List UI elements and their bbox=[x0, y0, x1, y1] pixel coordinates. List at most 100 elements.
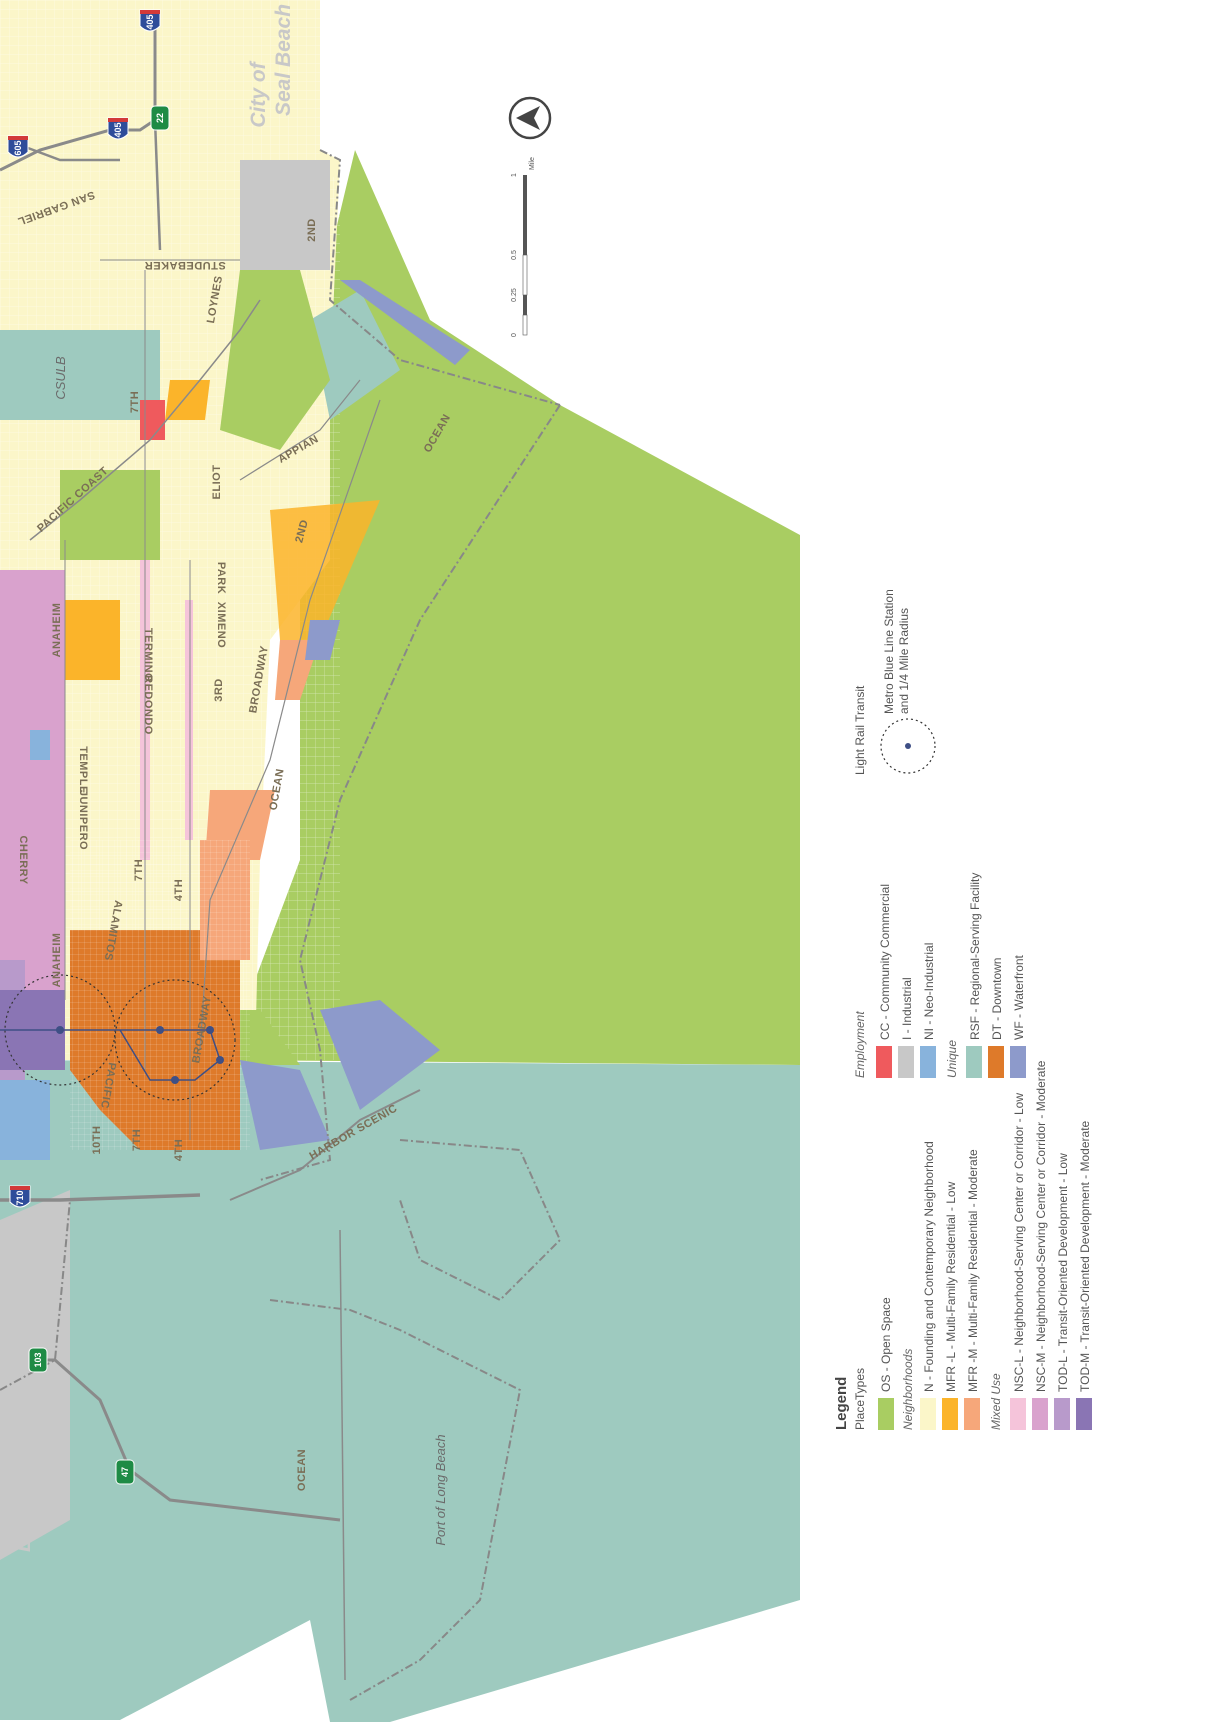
legend-sub-unique: Unique bbox=[945, 1040, 959, 1078]
legend-label-wf: WF - Waterfront bbox=[1012, 954, 1026, 1040]
scale-bar: 0 0.25 0.5 1 Mile bbox=[511, 157, 536, 337]
street-cherry: CHERRY bbox=[17, 835, 29, 884]
regional-serving-csulb bbox=[0, 330, 160, 420]
legend-heading-placetypes: PlaceTypes bbox=[853, 1368, 867, 1430]
legend: Legend PlaceTypes OS - Open Space Neighb… bbox=[833, 589, 1092, 1430]
label-los-angeles: Los Angeles bbox=[12, 1428, 35, 1552]
community-commercial-7th bbox=[140, 400, 165, 440]
station-5 bbox=[171, 1076, 179, 1084]
industrial-north bbox=[240, 160, 330, 270]
legend-transit-station-icon bbox=[905, 743, 911, 749]
legend-swatch-wf bbox=[1010, 1046, 1026, 1078]
street-park: PARK bbox=[215, 562, 227, 594]
street-ocean-west: OCEAN bbox=[296, 1449, 308, 1491]
nsc-low-corridor-4th bbox=[185, 600, 193, 840]
station-4 bbox=[216, 1056, 224, 1064]
scale-tick-025: 0.25 bbox=[511, 288, 518, 302]
label-city-of: City of bbox=[247, 60, 270, 127]
legend-sub-mixed-use: Mixed Use bbox=[989, 1373, 1003, 1430]
waterfront-channel bbox=[340, 280, 470, 365]
legend-label-mfr-m: MFR -M - Multi-Family Residential - Mode… bbox=[966, 1149, 980, 1392]
neo-industrial-small bbox=[30, 730, 50, 760]
street-anaheim-west: ANAHEIM bbox=[51, 933, 63, 988]
legend-heading-transit: Light Rail Transit bbox=[853, 685, 867, 775]
shield-47: 47 bbox=[115, 1459, 135, 1485]
pacific-coast-hwy bbox=[29, 299, 261, 541]
svg-text:47: 47 bbox=[120, 1467, 130, 1477]
legend-label-ni: NI - Neo-Industrial bbox=[922, 943, 936, 1040]
street-10th: 10TH bbox=[91, 1126, 103, 1155]
street-studebaker: STUDEBAKER bbox=[144, 259, 225, 271]
svg-text:605: 605 bbox=[13, 140, 23, 155]
street-2nd-mid: 2ND bbox=[293, 518, 311, 544]
north-arrow-icon bbox=[508, 96, 552, 140]
label-port: Port of Long Beach bbox=[433, 1434, 448, 1545]
scale-bar-white-2 bbox=[522, 314, 528, 336]
shield-605: 605 bbox=[7, 135, 29, 158]
route-103-47 bbox=[30, 1358, 341, 1522]
highway-shields: 405 605 405 22 710 103 47 bbox=[7, 9, 170, 1485]
svg-text:405: 405 bbox=[145, 14, 155, 29]
legend-label-dt: DT - Downtown bbox=[990, 958, 1004, 1040]
street-3rd: 3RD bbox=[213, 678, 225, 702]
scale-tick-0: 0 bbox=[511, 333, 518, 337]
legend-label-i: I - Industrial bbox=[900, 977, 914, 1040]
legend-label-tod-l: TOD-L - Transit-Oriented Development - L… bbox=[1056, 1153, 1070, 1392]
waterfront-east bbox=[320, 1000, 440, 1110]
boundary-port bbox=[269, 1299, 522, 1701]
street-7th-west: 7TH bbox=[131, 1129, 143, 1151]
legend-transit-line-2: and 1/4 Mile Radius bbox=[897, 608, 911, 714]
shield-405-mid: 405 bbox=[107, 117, 129, 140]
legend-label-os: OS - Open Space bbox=[879, 1297, 893, 1392]
svg-text:710: 710 bbox=[15, 1190, 25, 1205]
appian-road bbox=[239, 379, 361, 481]
road-ocean-shore bbox=[339, 1229, 346, 1681]
downtown-grid bbox=[70, 840, 250, 1150]
legend-label-nsc-l: NSC-L - Neighborhood-Serving Center or C… bbox=[1012, 1093, 1026, 1392]
scale-unit: Mile bbox=[529, 157, 536, 170]
waterfront-shoreline bbox=[240, 1060, 330, 1150]
shield-710: 710 bbox=[9, 1185, 31, 1208]
scale-bar-white bbox=[522, 254, 528, 296]
legend-swatch-nsc-l bbox=[1010, 1398, 1026, 1430]
street-junipero: JUNIPERO bbox=[77, 790, 89, 850]
street-4th-mid: 4TH bbox=[173, 879, 185, 901]
port-of-long-beach-area bbox=[0, 1060, 800, 1722]
station-1 bbox=[56, 1026, 64, 1034]
legend-label-n: N - Founding and Contemporary Neighborho… bbox=[922, 1141, 936, 1392]
legend-label-cc: CC - Community Commercial bbox=[878, 884, 892, 1040]
legend-swatch-n bbox=[920, 1398, 936, 1430]
scale-tick-05: 0.5 bbox=[511, 250, 518, 260]
street-redondo: REDONDO bbox=[142, 675, 154, 735]
legend-label-rsf: RSF - Regional-Serving Facility bbox=[968, 873, 982, 1040]
legend-sub-neighborhoods: Neighborhoods bbox=[901, 1349, 915, 1430]
neo-industrial-west bbox=[0, 1080, 50, 1160]
legend-swatch-nsc-m bbox=[1032, 1398, 1048, 1430]
street-7th-east: 7TH bbox=[129, 391, 141, 413]
legend-label-mfr-l: MFR -L - Multi-Family Residential - Low bbox=[944, 1181, 958, 1392]
street-termino: TERMINO bbox=[142, 628, 154, 682]
street-7th-mid: 7TH bbox=[133, 859, 145, 881]
legend-swatch-rsf bbox=[966, 1046, 982, 1078]
station-radius-2 bbox=[114, 979, 236, 1101]
svg-text:405: 405 bbox=[113, 122, 123, 137]
freeway-22 bbox=[153, 119, 162, 251]
legend-label-nsc-m: NSC-M - Neighborhood-Serving Center or C… bbox=[1034, 1060, 1048, 1392]
legend-swatch-i bbox=[898, 1046, 914, 1078]
city-boundary bbox=[0, 149, 562, 1701]
regional-serving-marina bbox=[310, 290, 400, 420]
boundary-west bbox=[0, 1199, 71, 1391]
mfr-low-belmont bbox=[270, 500, 380, 640]
scale-tick-1: 1 bbox=[511, 173, 518, 177]
open-space-golf bbox=[60, 470, 160, 560]
legend-transit-radius-icon bbox=[880, 718, 936, 774]
label-csulb: CSULB bbox=[53, 356, 68, 400]
harbor-scenic-road bbox=[229, 1089, 421, 1201]
boundary-east bbox=[319, 149, 561, 406]
place-labels: City of Seal Beach Los Angeles CSULB Por… bbox=[12, 4, 448, 1552]
street-anaheim-east: ANAHEIM bbox=[51, 603, 63, 658]
street-4th-west: 4TH bbox=[173, 1139, 185, 1161]
legend-transit-line-1: Metro Blue Line Station bbox=[882, 589, 896, 714]
scale-bar-black-1 bbox=[523, 175, 527, 255]
